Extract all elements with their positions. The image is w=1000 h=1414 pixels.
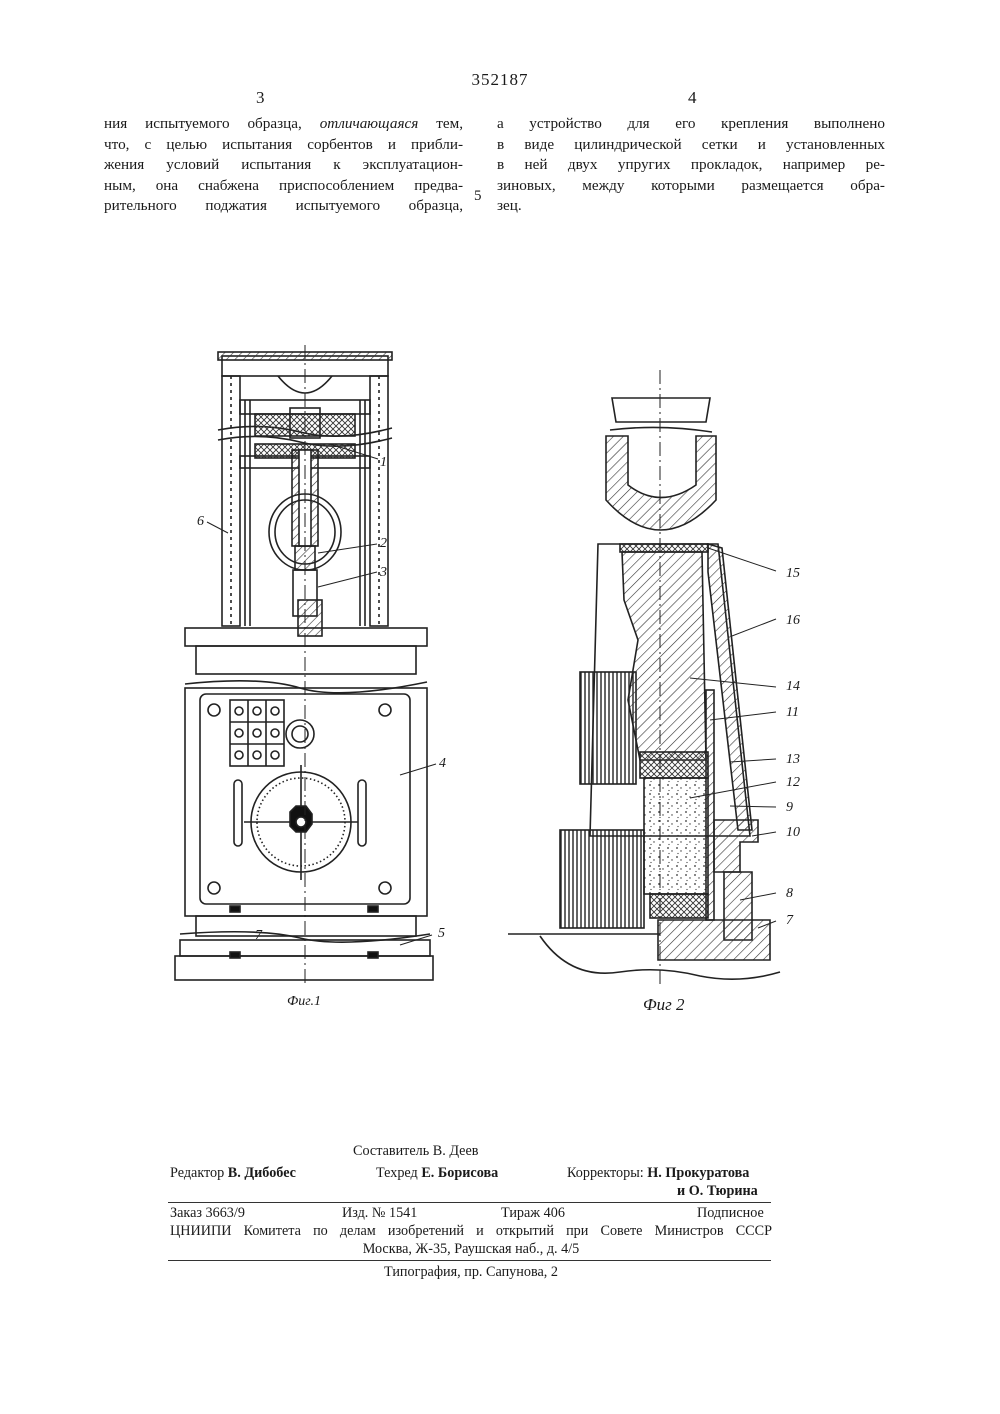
footer-rule-bottom	[168, 1260, 771, 1261]
fig2-caption: Фиг 2	[643, 995, 685, 1015]
right-line-3: в ней двух упругих прокладок, например р…	[497, 155, 885, 176]
fig2-label-13: 13	[786, 752, 800, 768]
left-line-2: что, с целью испытания сорбентов и прибл…	[104, 135, 463, 156]
address: Москва, Ж-35, Раушская наб., д. 4/5	[170, 1240, 772, 1259]
fig2-label-9: 9	[786, 800, 793, 816]
fig2-label-10: 10	[786, 825, 800, 841]
right-line-4: зиновых, между которыми размещается обра…	[497, 176, 885, 197]
order: Заказ 3663/9	[170, 1204, 245, 1223]
fig2-label-7: 7	[786, 913, 793, 929]
left-column-number: 3	[256, 88, 265, 108]
fig1-label-6: 6	[197, 514, 204, 530]
fig2-label-8: 8	[786, 886, 793, 902]
correctors-label: Корректоры:	[567, 1165, 644, 1181]
edition: Изд. № 1541	[342, 1204, 417, 1223]
right-line-2: в виде цилиндрической сетки и установлен…	[497, 135, 885, 156]
left-text-column: ния испытуемого образца, отличающаяся те…	[104, 114, 463, 217]
printer: Типография, пр. Сапунова, 2	[170, 1263, 772, 1282]
editor-label: Редактор	[170, 1165, 224, 1181]
fig2-label-14: 14	[786, 679, 800, 695]
subscription: Подписное	[697, 1204, 764, 1223]
fig2-label-15: 15	[786, 566, 800, 582]
techred-name: Е. Борисова	[421, 1165, 498, 1181]
corrector-1: Н. Прокуратова	[647, 1165, 749, 1181]
print-run: Тираж 406	[501, 1204, 565, 1223]
fig1-label-2: 2	[380, 536, 387, 552]
left-line-1: ния испытуемого образца, отличающаяся те…	[104, 114, 463, 135]
left-line-4: ным, она снабжена приспособлением предва…	[104, 176, 463, 197]
fig2-label-16: 16	[786, 613, 800, 629]
fig1-label-1: 1	[380, 455, 387, 471]
fig1-label-7: 7	[255, 928, 262, 944]
fig1-caption: Фиг.1	[287, 994, 321, 1010]
techred-label: Техред	[376, 1165, 418, 1181]
left-line-3: жения условий испытания к эксплуатацион-	[104, 155, 463, 176]
right-text-column: а устройство для его крепления выполнено…	[497, 114, 885, 217]
corrector-2: и О. Тюрина	[677, 1182, 758, 1201]
fig1-label-5: 5	[438, 926, 445, 942]
right-line-5: зец.	[497, 196, 885, 217]
institute: ЦНИИПИ Комитета по делам изобретений и о…	[170, 1222, 772, 1241]
line-number: 5	[474, 188, 482, 205]
figure-1-drawing	[170, 345, 470, 990]
right-line-1: а устройство для его крепления выполнено	[497, 114, 885, 135]
editor-name: В. Дибобес	[228, 1165, 296, 1181]
compiler: Составитель В. Деев	[353, 1142, 478, 1161]
left-line-5: рительного поджатия испытуемого образца,	[104, 196, 463, 217]
fig1-label-3: 3	[380, 565, 387, 581]
editor: Редактор В. Дибобес	[170, 1164, 296, 1183]
patent-number: 352187	[440, 70, 560, 90]
correctors: Корректоры: Н. Прокуратова	[567, 1164, 749, 1183]
fig2-label-12: 12	[786, 775, 800, 791]
techred: Техред Е. Борисова	[376, 1164, 498, 1183]
figure-2-drawing	[505, 370, 805, 985]
fig1-label-4: 4	[439, 756, 446, 772]
right-column-number: 4	[688, 88, 697, 108]
fig2-label-11: 11	[786, 705, 799, 721]
footer-rule-top	[168, 1202, 771, 1203]
